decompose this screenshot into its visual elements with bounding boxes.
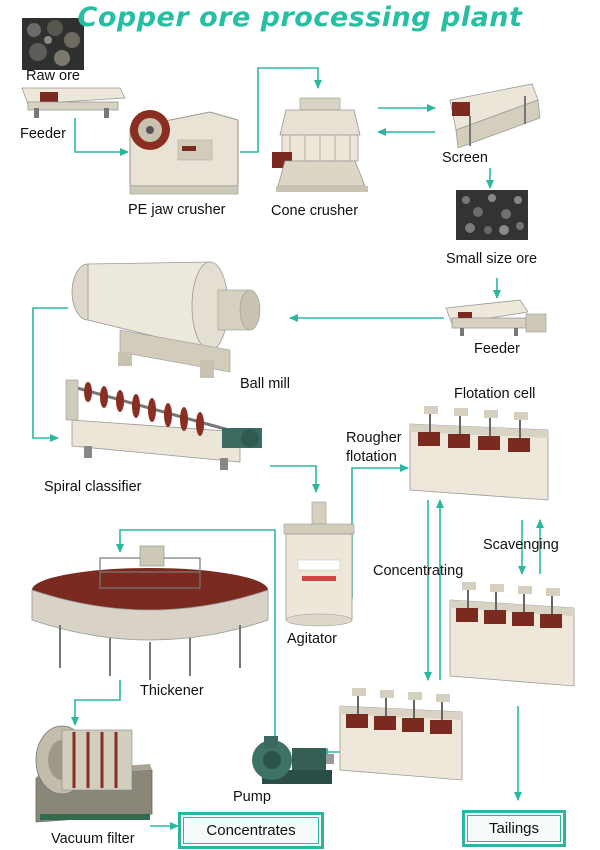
arrow-ballmill-to-classifier — [32, 307, 68, 442]
vacuum-filter-label: Vacuum filter — [51, 831, 135, 847]
arrow-classifier-to-agitator — [270, 465, 320, 493]
arrow-pump-to-thickener — [116, 529, 276, 746]
tailings-box: Tailings — [462, 810, 566, 847]
pump-label: Pump — [233, 789, 271, 805]
spiral-classifier-label: Spiral classifier — [44, 479, 142, 495]
vacuum-filter-image — [35, 725, 153, 823]
raw-ore-label: Raw ore — [26, 68, 80, 84]
small-ore-image — [456, 190, 528, 240]
flotation-cell-scavenger-image — [449, 582, 575, 687]
concentrating-label: Concentrating — [373, 563, 464, 579]
jaw-crusher-image — [129, 110, 239, 195]
thickener-image — [31, 545, 269, 680]
rougher-flotation-label-line1: Rougher — [346, 430, 402, 446]
ball-mill-image — [71, 261, 261, 378]
scavenging-label: Scavenging — [483, 537, 559, 553]
pump-image — [252, 736, 334, 784]
page-title: Copper ore processing plant — [77, 2, 523, 33]
raw-ore-image — [22, 18, 84, 70]
flotation-cell-cleaner-image — [339, 688, 463, 781]
arrow-feeder-to-jaw — [74, 118, 129, 156]
small-size-ore-label: Small size ore — [446, 251, 538, 267]
feeder-top-image — [21, 87, 126, 118]
jaw-crusher-label: PE jaw crusher — [128, 202, 226, 218]
feeder-mid-image — [445, 299, 547, 336]
arrow-jaw-to-cone — [240, 67, 322, 153]
arrow-thickener-to-filter — [71, 680, 121, 726]
thickener-label: Thickener — [140, 683, 204, 699]
cone-crusher-label: Cone crusher — [271, 203, 359, 219]
flotation-cell-label: Flotation cell — [454, 386, 536, 402]
concentrates-box: Concentrates — [178, 812, 324, 849]
tailings-label: Tailings — [467, 815, 561, 842]
ball-mill-label: Ball mill — [240, 376, 290, 392]
spiral-classifier-image — [65, 379, 262, 470]
feeder-mid-label: Feeder — [474, 341, 520, 357]
cone-crusher-image — [272, 97, 368, 192]
agitator-image — [283, 501, 355, 627]
screen-image — [449, 83, 541, 149]
screen-label: Screen — [442, 150, 488, 166]
flotation-cell-rougher-image — [409, 406, 549, 501]
concentrates-label: Concentrates — [183, 817, 319, 844]
feeder-top-label: Feeder — [20, 126, 66, 142]
flow-arrows — [32, 67, 544, 830]
agitator-label: Agitator — [287, 631, 337, 647]
rougher-flotation-label-line2: flotation — [346, 449, 397, 465]
